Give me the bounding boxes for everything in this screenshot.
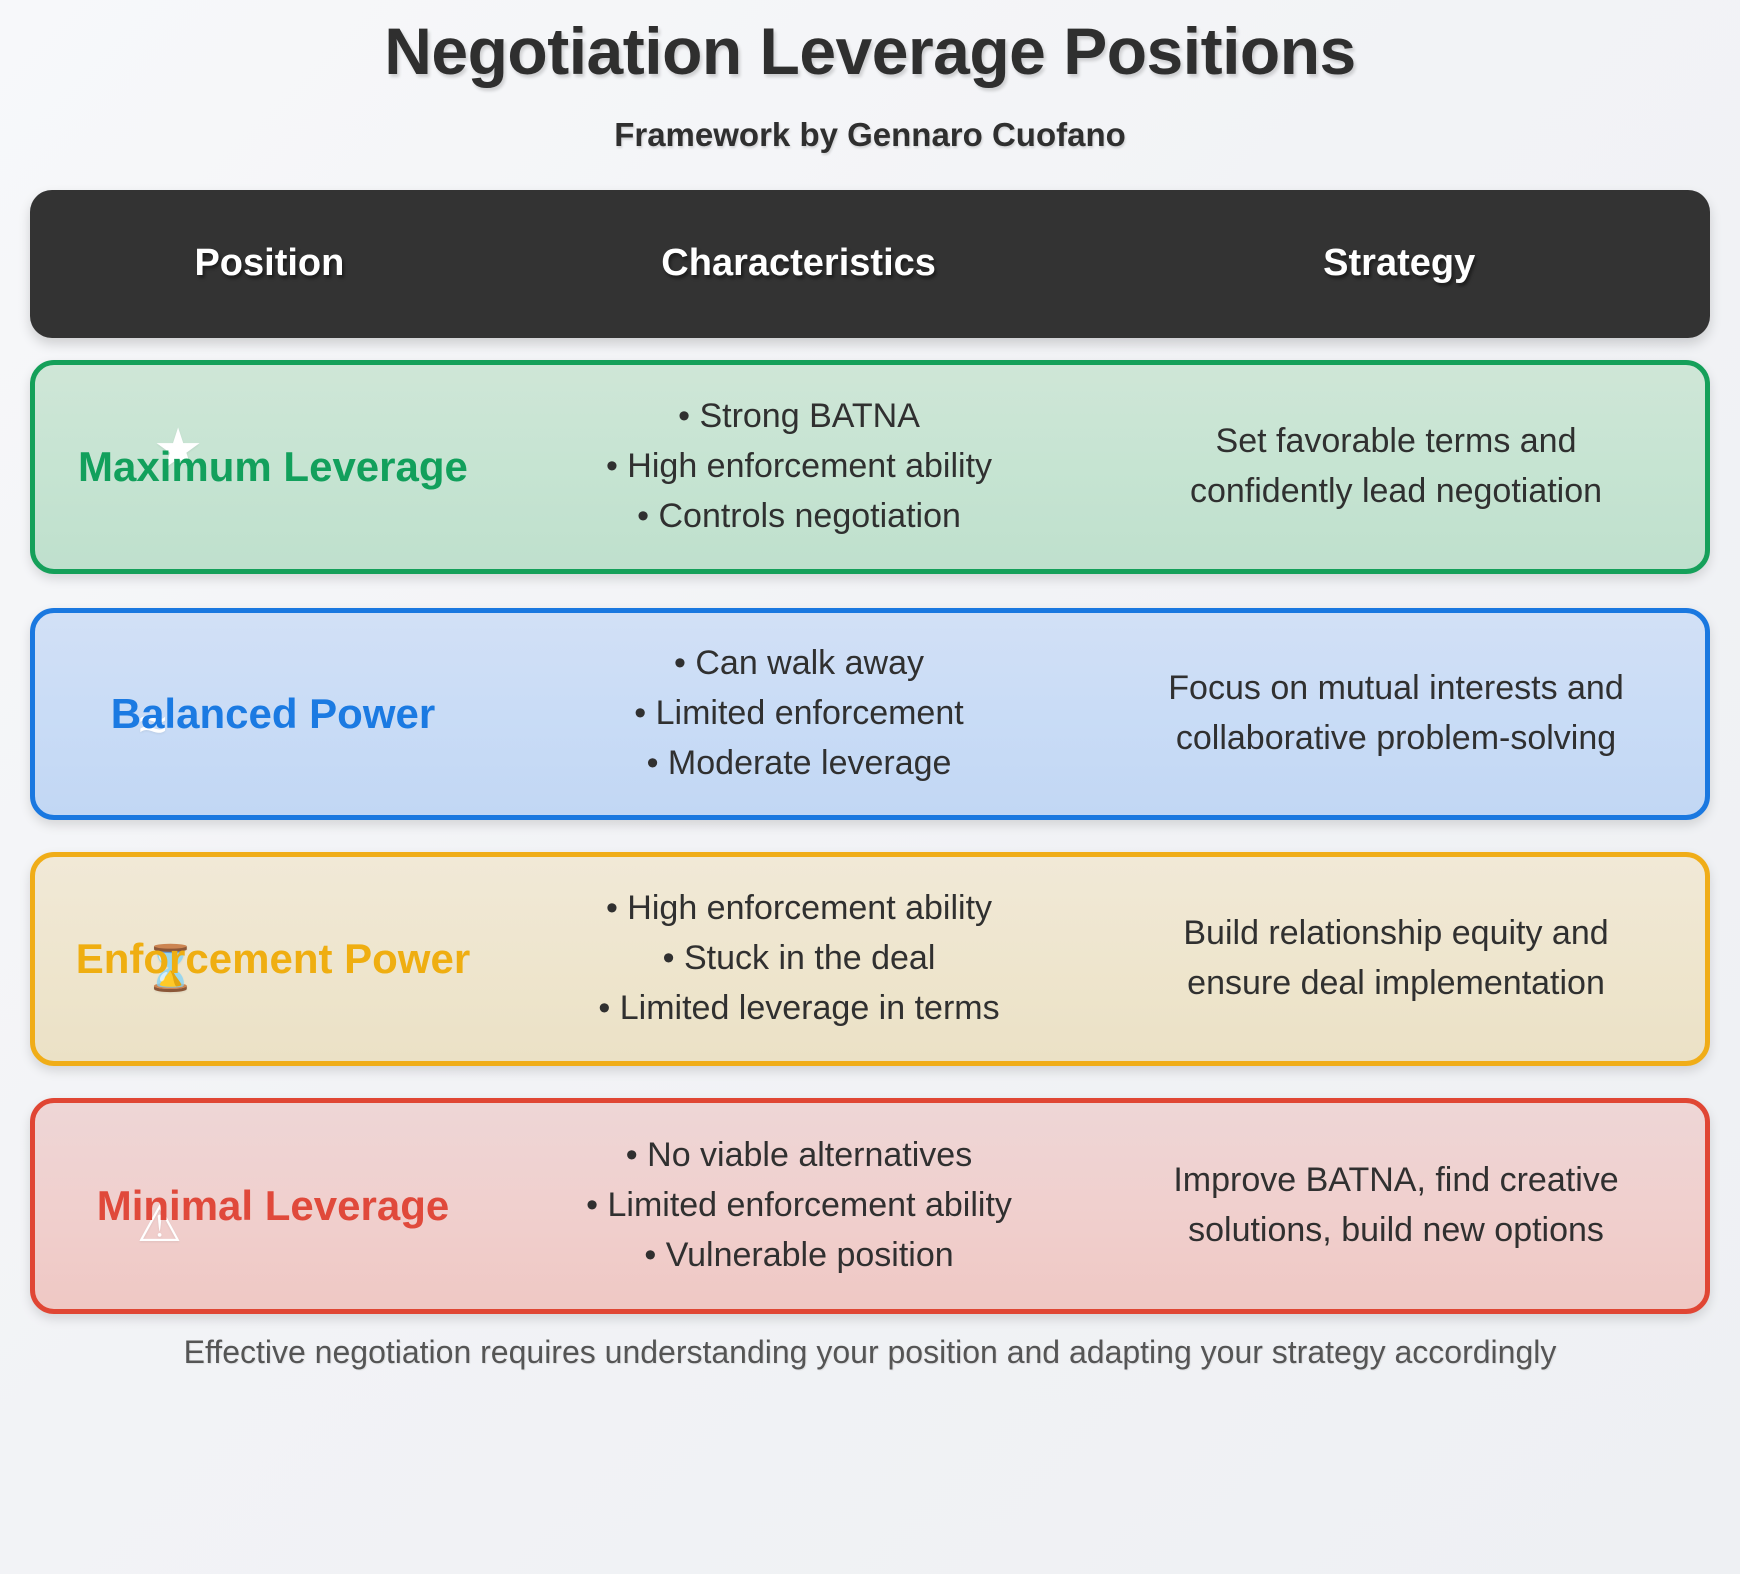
- page-subtitle: Framework by Gennaro Cuofano: [614, 115, 1126, 153]
- position-label-maximum-leverage: Maximum Leverage: [78, 442, 468, 490]
- table-header-row: Position Characteristics Strategy: [30, 189, 1710, 338]
- list-item: • Controls negotiation: [637, 496, 961, 535]
- list-item: • Limited enforcement: [634, 694, 964, 733]
- strategy-text-enforcement-power: Build relationship equity and ensure dea…: [1183, 914, 1609, 1002]
- column-header-strategy: Strategy: [1323, 242, 1476, 285]
- page-title: Negotiation Leverage Positions: [384, 14, 1356, 88]
- list-item: • Can walk away: [674, 644, 925, 683]
- table-row-minimal-leverage: ⚠ Minimal Leverage • No viable alternati…: [30, 1097, 1710, 1314]
- table-row-maximum-leverage: ★ Maximum Leverage • Strong BATNA • High…: [30, 359, 1710, 574]
- strategy-text-balanced-power: Focus on mutual interests and collaborat…: [1168, 669, 1624, 757]
- list-item: • No viable alternatives: [625, 1136, 973, 1175]
- column-header-position: Position: [194, 242, 345, 285]
- list-item: • Limited leverage in terms: [598, 988, 1000, 1027]
- position-label-minimal-leverage: Minimal Leverage: [96, 1181, 450, 1229]
- column-header-characteristics: Characteristics: [661, 242, 936, 285]
- characteristics-list-balanced-power: • Can walk away • Limited enforcement • …: [511, 639, 1087, 788]
- footer-note: Effective negotiation requires understan…: [183, 1333, 1557, 1370]
- list-item: • High enforcement ability: [605, 447, 993, 486]
- strategy-text-maximum-leverage: Set favorable terms and confidently lead…: [1189, 422, 1603, 510]
- strategy-text-minimal-leverage: Improve BATNA, find creative solutions, …: [1173, 1161, 1619, 1249]
- position-label-balanced-power: Balanced Power: [110, 689, 436, 737]
- table-row-balanced-power: ≈ Balanced Power • Can walk away • Limit…: [30, 607, 1710, 820]
- position-label-enforcement-power: Enforcement Power: [75, 934, 471, 982]
- list-item: • Vulnerable position: [644, 1235, 954, 1274]
- characteristics-list-minimal-leverage: • No viable alternatives • Limited enfor…: [511, 1131, 1087, 1280]
- list-item: • Strong BATNA: [678, 397, 920, 436]
- list-item: • High enforcement ability: [605, 889, 993, 928]
- list-item: • Moderate leverage: [646, 743, 952, 782]
- characteristics-list-maximum-leverage: • Strong BATNA • High enforcement abilit…: [511, 392, 1087, 541]
- list-item: • Stuck in the deal: [662, 939, 936, 978]
- list-item: • Limited enforcement ability: [586, 1186, 1012, 1225]
- characteristics-list-enforcement-power: • High enforcement ability • Stuck in th…: [511, 884, 1087, 1033]
- table-row-enforcement-power: ⌛ Enforcement Power • High enforcement a…: [30, 851, 1710, 1066]
